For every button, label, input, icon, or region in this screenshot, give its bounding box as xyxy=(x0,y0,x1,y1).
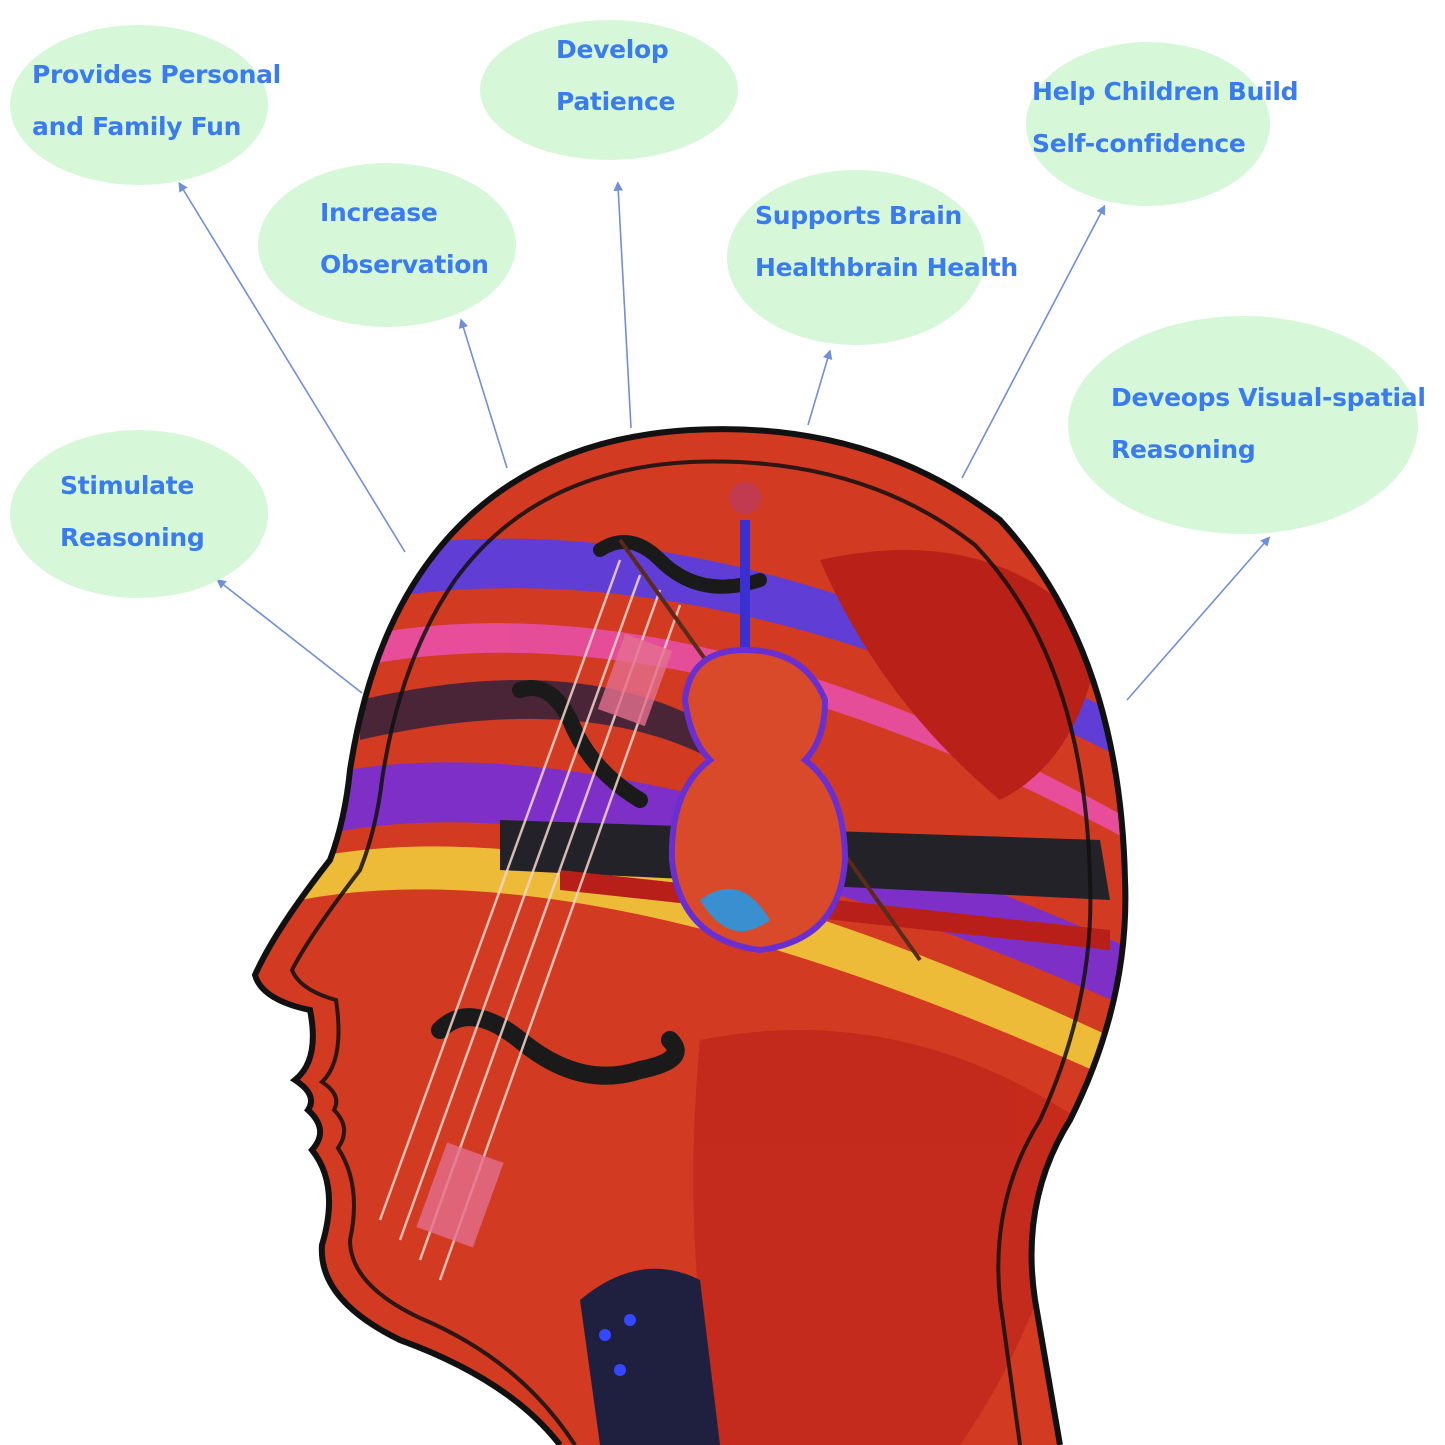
visual-spatial-line2: Reasoning xyxy=(1111,435,1256,464)
patience-line1: Develop xyxy=(556,35,669,64)
bubble-observation: Increase Observation xyxy=(258,163,516,327)
self-confidence-line1: Help Children Build xyxy=(1032,77,1299,106)
connector-brain-health xyxy=(807,349,833,426)
reasoning-line1: Stimulate xyxy=(60,471,195,500)
bubble-brain-health: Supports Brain Healthbrain Health xyxy=(727,170,1018,345)
observation-line2: Observation xyxy=(320,250,489,279)
observation-line1: Increase xyxy=(320,198,438,227)
connector-visual-spatial xyxy=(1126,536,1271,701)
connector-family-fun xyxy=(178,181,406,553)
bubble-self-confidence: Help Children Build Self-confidence xyxy=(1026,42,1299,206)
connector-patience xyxy=(613,181,632,429)
brain-health-line2: Healthbrain Health xyxy=(755,253,1018,282)
bubble-patience: Develop Patience xyxy=(480,20,738,160)
bubble-family-fun: Provides Personal and Family Fun xyxy=(10,25,281,185)
self-confidence-line2: Self-confidence xyxy=(1032,129,1246,158)
bubble-reasoning: Stimulate Reasoning xyxy=(10,430,268,598)
bubble-visual-spatial: Deveops Visual-spatial Reasoning xyxy=(1068,316,1426,534)
violin-icon xyxy=(618,482,922,962)
reasoning-line2: Reasoning xyxy=(60,523,205,552)
visual-spatial-line1: Deveops Visual-spatial xyxy=(1111,383,1426,412)
connector-reasoning xyxy=(216,579,363,694)
family-fun-line1: Provides Personal xyxy=(32,60,281,89)
patience-line2: Patience xyxy=(556,87,676,116)
brain-health-line1: Supports Brain xyxy=(755,201,963,230)
connector-observation xyxy=(458,318,508,469)
family-fun-line2: and Family Fun xyxy=(32,112,242,141)
connector-self-confidence xyxy=(961,204,1106,479)
